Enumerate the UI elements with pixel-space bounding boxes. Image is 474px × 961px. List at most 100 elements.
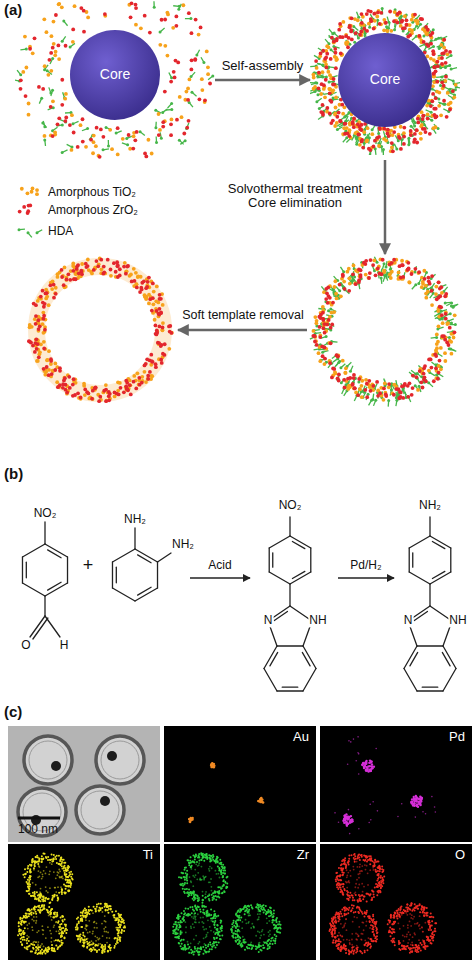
- zro2-particle: [186, 98, 190, 102]
- zro2-particle: [145, 357, 149, 361]
- zro2-particle: [323, 346, 327, 350]
- zro2-particle: [161, 120, 165, 124]
- zro2-particle: [375, 380, 379, 384]
- zro2-particle: [143, 363, 147, 367]
- tio2-particle: [84, 145, 88, 149]
- zro2-particle: [392, 393, 396, 397]
- tio2-particle: [143, 370, 147, 374]
- zro2-particle: [323, 331, 327, 335]
- zro2-particle: [378, 272, 382, 276]
- zro2-particle: [327, 318, 331, 322]
- zro2-particle: [321, 326, 325, 330]
- zro2-particle: [39, 295, 43, 299]
- tio2-particle: [135, 282, 139, 286]
- zro2-particle: [33, 341, 37, 345]
- tio2-particle: [434, 285, 438, 289]
- hda-head: [444, 301, 447, 304]
- zro2-particle: [158, 297, 162, 301]
- zro2-particle: [35, 337, 39, 341]
- ring-bond: [67, 557, 68, 583]
- tio2-particle: [70, 113, 74, 117]
- zro2-particle: [49, 51, 53, 55]
- tio2-particle: [151, 302, 155, 306]
- zro2-particle: [37, 355, 41, 359]
- hda-head: [190, 91, 193, 94]
- hda-head: [69, 45, 72, 48]
- zro2-particle: [27, 339, 31, 343]
- zro2-particle: [407, 267, 411, 271]
- zro2-particle: [83, 388, 87, 392]
- tio2-particle: [166, 54, 170, 58]
- zro2-particle: [371, 384, 375, 388]
- tio2-particle: [128, 383, 132, 387]
- hda-head: [328, 81, 331, 84]
- tio2-particle: [64, 92, 68, 96]
- zro2-particle: [343, 287, 347, 291]
- zro2-particle: [427, 276, 431, 280]
- ring-bond: [404, 646, 417, 669]
- tio2-particle: [46, 73, 50, 77]
- zro2-particle: [417, 270, 421, 274]
- hda-head: [349, 370, 352, 373]
- zro2-particle: [51, 46, 55, 50]
- ring-bond: [112, 549, 135, 562]
- bond: [429, 584, 430, 606]
- tio2-particle: [344, 371, 348, 375]
- zro2-particle: [48, 58, 52, 62]
- double-bond: [414, 611, 427, 620]
- zro2-particle: [72, 377, 76, 381]
- ring-bond: [430, 536, 451, 548]
- zro2-particle: [160, 18, 164, 22]
- tio2-particle: [153, 318, 157, 322]
- zro2-particle: [161, 125, 165, 129]
- tio2-particle: [63, 266, 67, 270]
- zro2-particle: [160, 361, 164, 365]
- zro2-particle: [189, 68, 193, 72]
- tio2-particle: [450, 352, 454, 356]
- tio2-particle: [323, 362, 327, 366]
- zro2-particle: [406, 267, 410, 271]
- zro2-particle: [315, 343, 319, 347]
- ring-bond: [112, 588, 135, 601]
- zro2-particle: [60, 268, 64, 272]
- tio2-particle: [372, 259, 376, 263]
- zro2-particle: [109, 268, 113, 272]
- tio2-particle: [348, 282, 352, 286]
- zro2-particle: [371, 263, 375, 267]
- tio2-particle: [144, 297, 148, 301]
- tio2-particle: [144, 380, 148, 384]
- tio2-particle: [437, 324, 441, 328]
- tio2-particle: [53, 361, 57, 365]
- zro2-particle: [158, 307, 162, 311]
- ring-bond: [277, 645, 303, 646]
- zro2-particle: [363, 388, 367, 392]
- zro2-particle: [64, 44, 68, 48]
- double-bond: [282, 687, 298, 688]
- ring-bond: [290, 572, 311, 584]
- zro2-particle: [156, 341, 160, 345]
- hda-head: [202, 61, 205, 64]
- zro2-particle: [74, 277, 78, 281]
- zro2-particle: [129, 15, 133, 19]
- tio2-particle: [452, 95, 456, 99]
- zro2-particle: [160, 343, 164, 347]
- zro2-particle: [351, 383, 355, 387]
- zro2-particle: [103, 12, 107, 16]
- tio2-particle: [312, 73, 316, 77]
- bond: [289, 517, 290, 536]
- hda-head: [335, 353, 338, 356]
- tio2-particle: [334, 58, 338, 62]
- zro2-particle: [392, 258, 396, 262]
- zro2-particle: [193, 57, 197, 61]
- zro2-particle: [443, 338, 447, 342]
- tio2-particle: [116, 152, 120, 156]
- tio2-particle: [158, 128, 162, 132]
- double-bond: [412, 553, 413, 567]
- double-bond: [422, 687, 438, 688]
- zro2-particle: [438, 305, 442, 309]
- tio2-particle: [123, 261, 127, 265]
- zro2-particle: [313, 334, 317, 338]
- zro2-particle: [447, 343, 451, 347]
- zro2-particle: [430, 366, 434, 370]
- hda-head: [393, 28, 396, 31]
